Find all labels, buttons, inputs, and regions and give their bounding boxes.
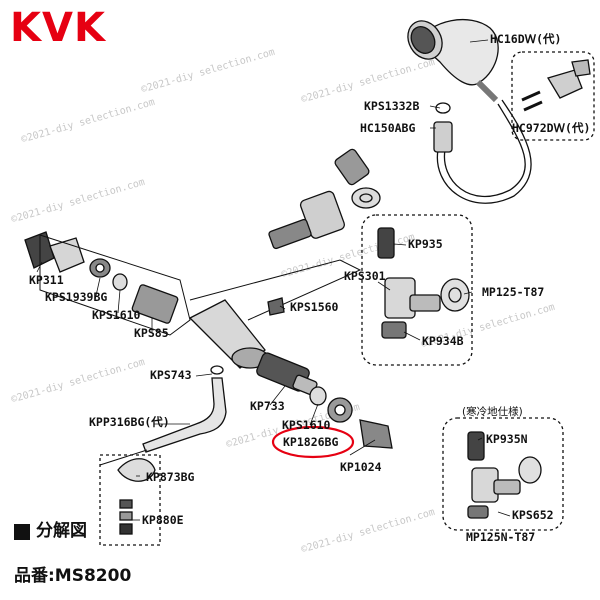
part-label-hc972dw: HC972DＷ(代) xyxy=(512,121,591,135)
part-label-mp125nt87: MP125N-T87 xyxy=(466,530,536,544)
part-label-hc16dw: HC16DＷ(代) xyxy=(490,32,562,46)
hose-holder-drawing xyxy=(521,59,591,112)
part-label-kps1610-left: KPS1610 xyxy=(92,308,141,322)
part-label-hc150abg: HC150ABG xyxy=(360,121,416,135)
part-label-kps1332b: KPS1332B xyxy=(364,99,420,113)
faucet-body-drawing xyxy=(131,284,269,369)
shower-elbow-drawing xyxy=(268,148,381,250)
part-label-kp934b: KP934B xyxy=(422,334,464,348)
part-label-kp873bg: KP873BG xyxy=(146,470,195,484)
brand-logo: KVK xyxy=(10,5,106,51)
part-label-kp311: KP311 xyxy=(29,273,64,287)
model-number: 品番:MS8200 xyxy=(14,566,132,586)
section-title-text: 分解図 xyxy=(36,521,87,541)
section-title: 分解図 xyxy=(14,523,87,540)
hose-nut-drawing xyxy=(433,121,453,153)
part-label-kps1560: KPS1560 xyxy=(290,300,339,314)
part-label-kps1610-right: KPS1610 xyxy=(282,418,331,432)
part-label-kps652: KPS652 xyxy=(512,508,554,522)
square-bullet-icon xyxy=(14,523,30,540)
part-label-kp935: KP935 xyxy=(408,237,443,251)
part-label-mp125t87: MP125-T87 xyxy=(482,285,545,299)
kps1560-drawing xyxy=(267,297,285,316)
part-label-kp880e: KP880E xyxy=(142,513,184,527)
part-label-kps85: KPS85 xyxy=(134,326,169,340)
part-label-kps1939bg: KPS1939BG xyxy=(45,290,108,304)
part-label-kpp316bg: KPP316BG(代) xyxy=(89,415,170,429)
cold-region-note: (寒冷地仕様) xyxy=(462,406,523,418)
part-label-kp935n: KP935N xyxy=(486,432,528,446)
part-label-kps743: KPS743 xyxy=(150,368,192,382)
spout-drawing xyxy=(99,365,227,466)
mp125-drawing xyxy=(377,227,470,339)
part-label-kp1826bg: KP1826BG xyxy=(283,435,339,449)
leader-lines xyxy=(36,39,511,521)
highlight-ellipse xyxy=(271,425,355,459)
part-label-kp733: KP733 xyxy=(250,399,285,413)
part-label-kps301: KPS301 xyxy=(344,269,386,283)
part-label-kp1024: KP1024 xyxy=(340,460,382,474)
washer-drawing xyxy=(435,102,451,114)
aerator-drawing xyxy=(117,458,156,535)
shower-head-drawing xyxy=(407,19,499,103)
cartridge-drawing xyxy=(256,352,393,449)
